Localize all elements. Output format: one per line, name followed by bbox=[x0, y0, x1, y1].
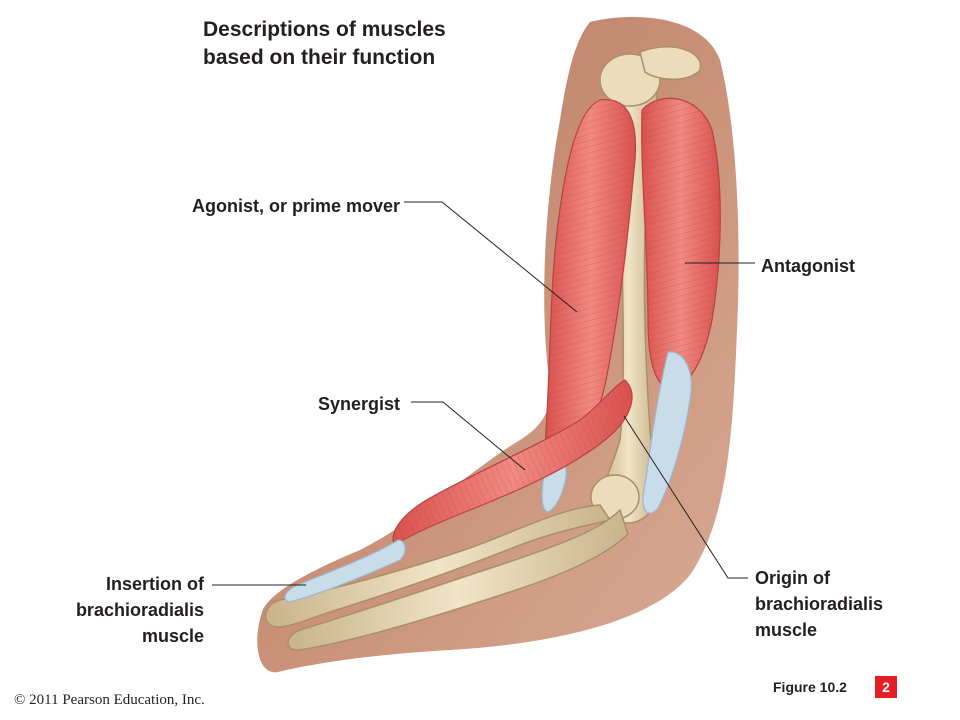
antagonist-tendon bbox=[642, 351, 692, 514]
copyright-notice: © 2011 Pearson Education, Inc. bbox=[14, 692, 205, 708]
insertion-label-line-3: muscle bbox=[141, 626, 204, 646]
origin-leader bbox=[623, 415, 748, 579]
agonist-leader bbox=[404, 201, 578, 313]
origin-label-line-1: Origin of bbox=[755, 568, 830, 588]
origin-label: Origin of brachioradialis muscle bbox=[755, 565, 945, 643]
leader-lines bbox=[212, 201, 755, 586]
title-line-2: based on their function bbox=[203, 46, 436, 69]
synergist-leader bbox=[411, 401, 526, 471]
synergist-label: Synergist bbox=[317, 394, 400, 414]
title-line-1: Descriptions of muscles bbox=[203, 18, 446, 41]
insertion-label-line-2: brachioradialis bbox=[75, 600, 204, 620]
origin-label-line-2: brachioradialis bbox=[755, 594, 884, 614]
origin-label-line-3: muscle bbox=[755, 620, 818, 640]
antagonist-label: Antagonist bbox=[761, 256, 855, 276]
radius-bone bbox=[264, 504, 612, 628]
ulna-bone bbox=[287, 508, 629, 651]
figure-number: Figure 10.2 bbox=[773, 679, 847, 695]
insertion-label: Insertion of brachioradialis muscle bbox=[20, 571, 204, 649]
shoulder-joint bbox=[639, 46, 702, 80]
agonist-label: Agonist, or prime mover bbox=[191, 196, 400, 216]
figure-title: Descriptions of muscles based on their f… bbox=[203, 16, 503, 72]
insertion-label-line-1: Insertion of bbox=[106, 574, 204, 594]
brachioradialis-tendon bbox=[284, 539, 406, 603]
page-number-badge: 2 bbox=[875, 676, 897, 698]
